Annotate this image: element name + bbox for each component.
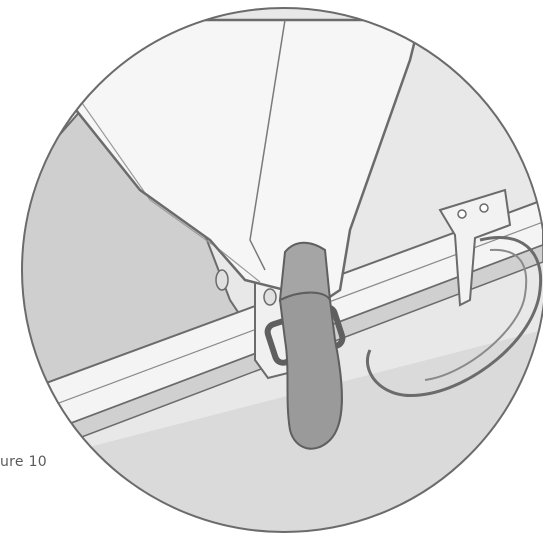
seat-fabric-seam xyxy=(79,99,261,283)
side-strap-loop xyxy=(366,235,543,397)
rail-opening-right xyxy=(263,288,277,306)
side-strap-loop-inner xyxy=(424,248,528,381)
seat-fabric-fold xyxy=(249,19,286,271)
bracket-hole-left xyxy=(457,209,467,219)
mount-bracket xyxy=(438,188,512,307)
center-strap xyxy=(278,291,343,450)
bracket-hole-right xyxy=(479,203,489,213)
figure-caption: ure 10 xyxy=(0,454,47,470)
detail-circle-border xyxy=(21,7,543,533)
rail-opening-left xyxy=(215,269,229,291)
center-strap-top xyxy=(278,241,331,302)
